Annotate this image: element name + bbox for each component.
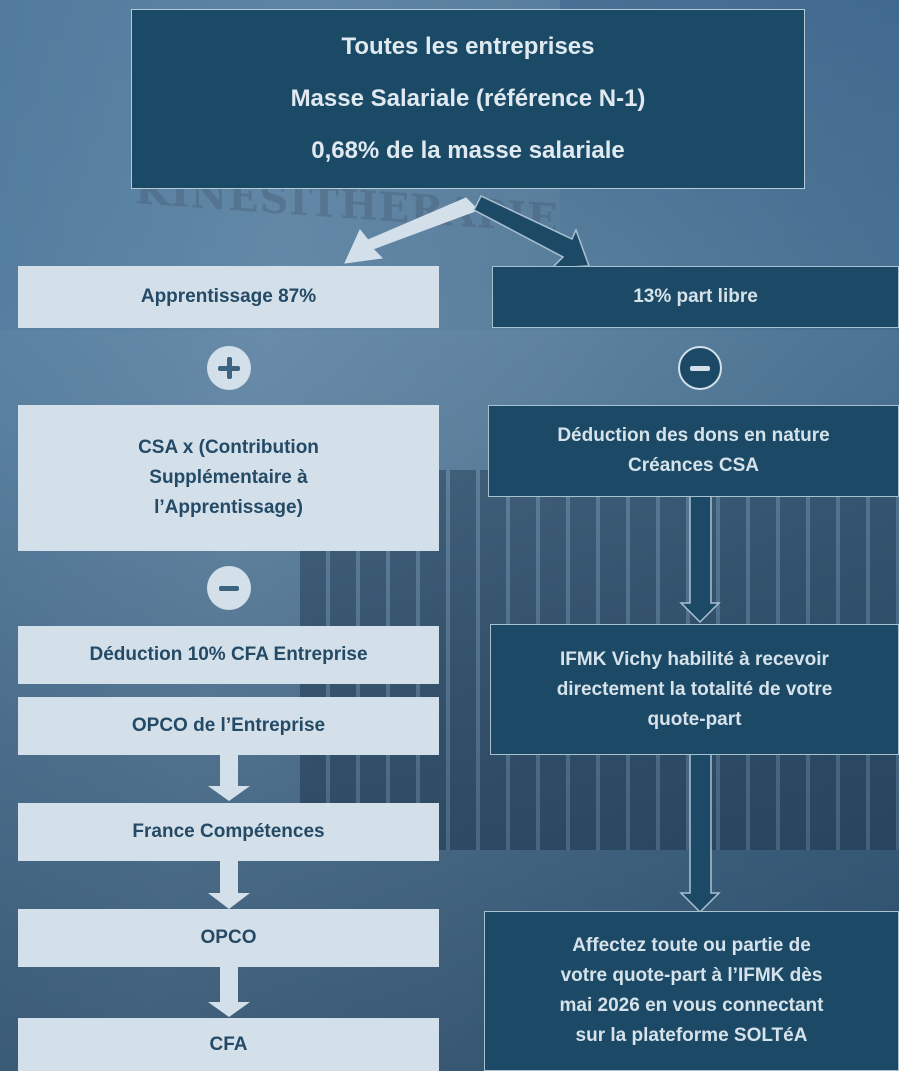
box-affectez-line2: votre quote-part à l’IFMK dès: [560, 965, 823, 986]
box-opco: OPCO: [18, 909, 439, 967]
box-affectez: Affectez toute ou partie de votre quote-…: [484, 911, 899, 1071]
box-cfa: CFA: [18, 1018, 439, 1071]
box-france-competences: France Compétences: [18, 803, 439, 861]
top-box-rate: 0,68% de la masse salariale: [311, 137, 625, 164]
box-deduction-dons-line1: Déduction des dons en nature: [557, 425, 830, 446]
box-apprentissage: Apprentissage 87%: [18, 266, 439, 328]
top-box-all-companies: Toutes les entreprises Masse Salariale (…: [131, 9, 805, 189]
box-ifmk-vichy: IFMK Vichy habilité à recevoir directeme…: [490, 624, 899, 755]
arrow-opco-to-france-competences: [208, 751, 250, 801]
box-ifmk-vichy-line1: IFMK Vichy habilité à recevoir: [560, 648, 829, 670]
box-france-competences-label: France Compétences: [132, 821, 325, 842]
arrow-opco-to-cfa: [208, 965, 250, 1017]
arrow-france-competences-to-opco: [208, 849, 250, 909]
box-apprentissage-label: Apprentissage 87%: [140, 286, 317, 307]
box-affectez-line4: sur la plateforme SOLTéA: [575, 1025, 808, 1046]
box-csa-line2: Supplémentaire à: [149, 467, 308, 488]
top-box-masse-salariale: Masse Salariale (référence N-1): [290, 85, 646, 112]
box-deduction-cfa: Déduction 10% CFA Entreprise: [18, 626, 439, 684]
box-csa: CSA x (Contribution Supplémentaire à l’A…: [18, 405, 439, 551]
box-opco-entreprise: OPCO de l’Entreprise: [18, 697, 439, 755]
box-affectez-line3: mai 2026 en vous connectant: [559, 995, 824, 1016]
arrow-dons-to-ifmk: [679, 495, 721, 624]
arrow-ifmk-to-affectez: [679, 753, 721, 914]
box-deduction-dons: Déduction des dons en nature Créances CS…: [488, 405, 899, 497]
top-box-title: Toutes les entreprises: [341, 33, 595, 60]
plus-icon: [207, 346, 251, 390]
minus-icon: [678, 346, 722, 390]
box-opco-entreprise-label: OPCO de l’Entreprise: [131, 715, 326, 736]
box-deduction-cfa-label: Déduction 10% CFA Entreprise: [89, 644, 368, 665]
box-deduction-dons-line2: Créances CSA: [628, 455, 759, 476]
box-part-libre-label: 13% part libre: [633, 286, 758, 307]
arrow-to-apprentissage: [344, 197, 479, 264]
box-cfa-label: CFA: [209, 1033, 248, 1055]
box-opco-label: OPCO: [200, 927, 257, 948]
box-csa-line3: l’Apprentissage): [154, 497, 303, 518]
box-ifmk-vichy-line2: directement la totalité de votre: [556, 678, 833, 700]
minus-icon: [207, 566, 251, 610]
arrow-to-part-libre: [473, 195, 591, 269]
box-ifmk-vichy-line3: quote-part: [647, 708, 742, 730]
box-affectez-line1: Affectez toute ou partie de: [572, 935, 811, 956]
box-part-libre: 13% part libre: [492, 266, 899, 328]
box-csa-line1: CSA x (Contribution: [138, 437, 319, 458]
